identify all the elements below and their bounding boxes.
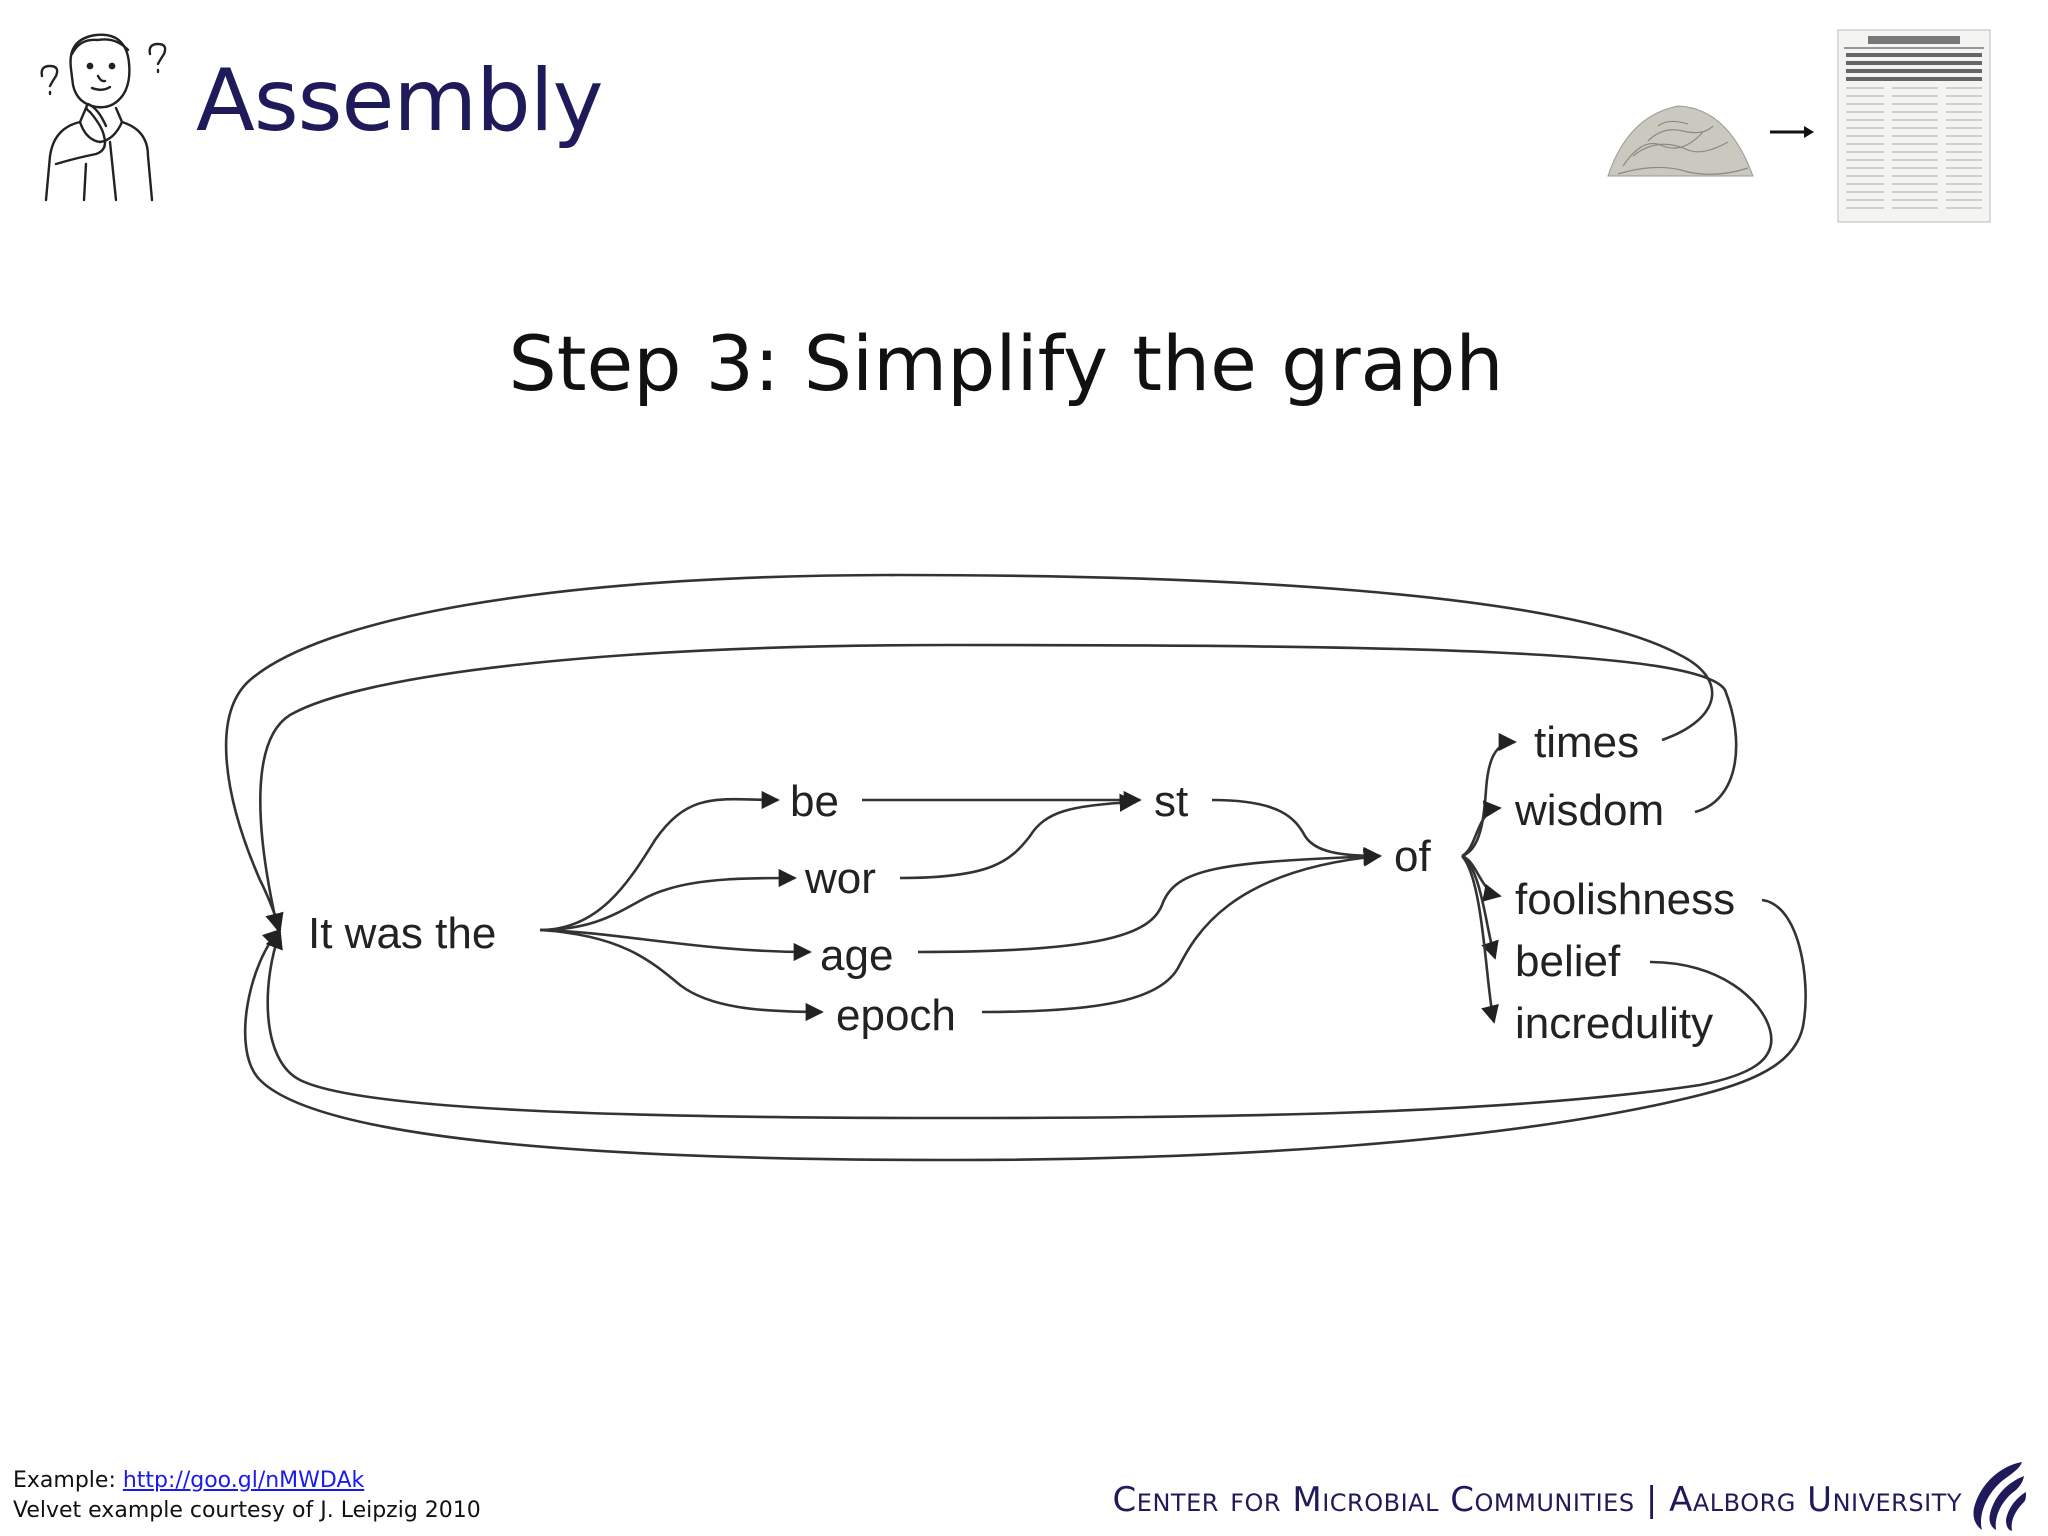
- edge-of-belief: [1461, 854, 1499, 960]
- footer-credits: Example: http://goo.gl/nMWDAk Velvet exa…: [13, 1466, 481, 1526]
- edge-wor-st: [899, 793, 1138, 880]
- newspaper-icon: [1837, 29, 1991, 223]
- node-times: times: [1534, 718, 1639, 767]
- right-arrow-icon: [1770, 126, 1814, 138]
- thinking-person-icon: [40, 33, 167, 202]
- edge-start-age: [539, 928, 812, 962]
- node-belief: belief: [1515, 937, 1621, 986]
- slide-title: Assembly: [196, 51, 604, 151]
- edge-start-epoch: [539, 928, 824, 1022]
- node-of: of: [1394, 832, 1431, 881]
- assembly-illustration: [1607, 29, 1991, 223]
- edge-start-be: [539, 790, 780, 932]
- affiliation-text: Center for Microbial Communities | Aalbo…: [1112, 1480, 1962, 1520]
- edge-foolishness-start: [243, 898, 1807, 1162]
- edge-of-incredulity: [1460, 855, 1499, 1024]
- edge-wisdom-start: [259, 643, 1738, 932]
- edge-start-wor: [539, 868, 797, 932]
- node-wisdom: wisdom: [1514, 786, 1664, 835]
- node-age: age: [820, 931, 893, 980]
- edge-st-of: [1211, 798, 1382, 866]
- edge-times-start: [224, 573, 1714, 932]
- node-be: be: [790, 777, 839, 826]
- node-epoch: epoch: [836, 991, 956, 1040]
- node-st: st: [1154, 777, 1188, 826]
- node-start: It was the: [308, 909, 496, 958]
- credit-line: Velvet example courtesy of J. Leipzig 20…: [13, 1498, 481, 1523]
- example-link[interactable]: http://goo.gl/nMWDAk: [122, 1468, 365, 1493]
- node-incredulity: incredulity: [1515, 999, 1713, 1048]
- edge-age-of: [917, 847, 1382, 954]
- slide-subtitle: Step 3: Simplify the graph: [508, 319, 1504, 408]
- node-wor: wor: [804, 854, 876, 903]
- node-foolishness: foolishness: [1515, 875, 1735, 924]
- edge-belief-start: [265, 930, 1773, 1120]
- aalborg-university-logo-icon: [1973, 1462, 2026, 1531]
- edge-of-times: [1461, 732, 1517, 858]
- edge-epoch-of: [981, 848, 1382, 1014]
- example-line: Example: http://goo.gl/nMWDAk: [13, 1466, 481, 1496]
- shredded-reads-icon: [1607, 105, 1754, 177]
- example-label: Example:: [13, 1468, 123, 1493]
- edge-of-wisdom: [1461, 800, 1502, 858]
